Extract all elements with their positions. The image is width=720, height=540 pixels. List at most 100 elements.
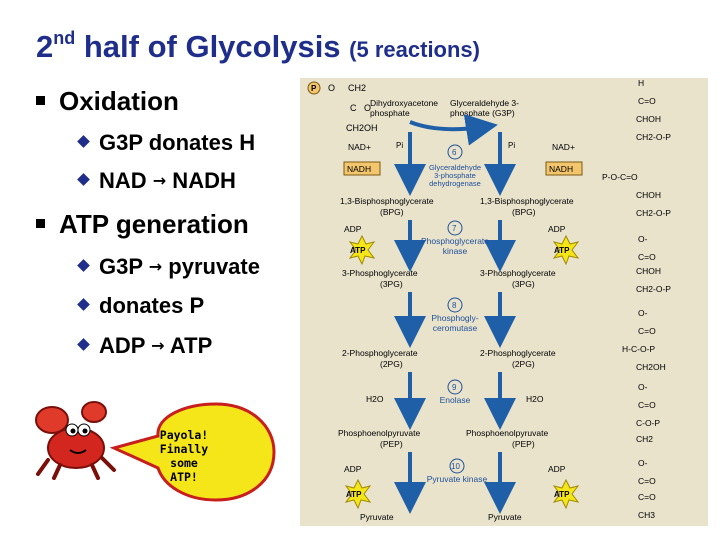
diamond-bullet-icon [77, 173, 90, 186]
struct-label: O- [638, 308, 648, 318]
bullet-label: ATP generation [59, 209, 249, 239]
intermediate-abbr: (BPG) [380, 207, 404, 217]
ch2-label: CH2 [348, 83, 366, 93]
struct-label: CH2-O-P [636, 208, 671, 218]
diagram-background [300, 78, 708, 526]
step-number: 7 [452, 224, 457, 233]
bullet-atp-generation: ATP generation [36, 209, 249, 240]
intermediate-name: 2-Phosphoglycerate [342, 348, 418, 358]
speech-line: Finally some [159, 442, 209, 470]
intermediate-abbr: (BPG) [512, 207, 536, 217]
struct-label: CHOH [636, 114, 661, 124]
p-label: P [311, 84, 317, 93]
intermediate-name: 1,3-Bisphosphoglycerate [340, 196, 434, 206]
o-label: O [364, 103, 371, 113]
arrow-icon: → [151, 336, 165, 355]
h2o-label: H2O [366, 394, 384, 404]
intermediate-name: Pyruvate [488, 512, 522, 522]
enzyme-label: Phosphogly-ceromutase [431, 313, 478, 333]
adp-label: ADP [548, 464, 566, 474]
title-text: half of Glycolysis [75, 29, 350, 64]
intermediate-name: 2-Phosphoglycerate [480, 348, 556, 358]
diamond-bullet-icon [77, 259, 90, 272]
enzyme-label: Enolase [440, 395, 471, 405]
struct-label: O- [638, 234, 648, 244]
struct-label: O- [638, 382, 648, 392]
atp-label: ATP [554, 490, 570, 499]
intermediate-abbr: (3PG) [512, 279, 535, 289]
struct-label: CHOH [636, 190, 661, 200]
nadh-box [343, 161, 381, 176]
pi-label: Pi [508, 141, 515, 150]
step-number: 8 [452, 301, 457, 310]
struct-label: CH2-O-P [636, 132, 671, 142]
h2o-label: H2O [526, 394, 544, 404]
sub-bullet-text: NAD [99, 168, 153, 193]
struct-label: CH2-O-P [636, 284, 671, 294]
adp-label: ADP [344, 464, 362, 474]
atp-label: ATP [350, 246, 366, 255]
title-number: 2 [36, 29, 54, 64]
step-number: 6 [452, 148, 457, 157]
sub-bullet-text: ATP [164, 333, 213, 358]
speech-bubble-text: Payola! Finally some ATP! [146, 428, 222, 484]
intermediate-abbr: (2PG) [512, 359, 535, 369]
enzyme-label: Pyruvate kinase [427, 474, 488, 484]
struct-label: O- [638, 458, 648, 468]
crab-icon [35, 401, 116, 480]
title-subtext: (5 reactions) [349, 37, 480, 62]
atp-star [348, 234, 376, 266]
struct-label: CH2OH [636, 362, 666, 372]
g3p-label: Glyceraldehyde 3-phosphate (G3P) [450, 98, 519, 118]
atp-label: ATP [346, 490, 362, 499]
struct-label: C-O-P [636, 418, 660, 428]
step-number: 9 [452, 383, 457, 392]
struct-label: P-O-C=O [602, 172, 638, 182]
arrow-icon: → [152, 171, 167, 190]
nadh-label: NADH [549, 164, 573, 174]
struct-label: C=O [638, 326, 656, 336]
right-structures: H C=O CHOH CH2-O-P P-O-C=O CHOH CH2-O-P … [602, 78, 671, 520]
intermediate-name: Pyruvate [360, 512, 394, 522]
arrow-icon: → [148, 257, 163, 276]
struct-label: C=O [638, 476, 656, 486]
atp-star [344, 478, 372, 510]
struct-label: H [638, 78, 644, 88]
nad-label: NAD+ [348, 142, 371, 152]
intermediate-abbr: (2PG) [380, 359, 403, 369]
struct-label: CH2 [636, 434, 653, 444]
sub-bullet-text: NADH [166, 168, 236, 193]
struct-label: C=O [638, 492, 656, 502]
nadh-label: NADH [347, 164, 371, 174]
square-bullet-icon [36, 96, 45, 105]
intermediate-name: 3-Phosphoglycerate [342, 268, 418, 278]
adp-label: ADP [344, 224, 362, 234]
bullet-label: Oxidation [59, 86, 179, 116]
struct-label: C=O [638, 400, 656, 410]
speech-bubble [109, 402, 276, 502]
sub-bullet-text: donates P [99, 293, 205, 318]
nad-label: NAD+ [552, 142, 575, 152]
sub-bullet-text: G3P [99, 254, 149, 279]
title-superscript: nd [53, 28, 76, 48]
c-label: C [350, 103, 357, 113]
sub-bullet: donates P [77, 293, 205, 319]
diamond-bullet-icon [77, 338, 90, 351]
struct-label: CHOH [636, 266, 661, 276]
atp-star [552, 478, 580, 510]
struct-label: CH3 [638, 510, 655, 520]
sub-bullet: ADP → ATP [77, 333, 213, 359]
slide-title: 2nd half of Glycolysis (5 reactions) [36, 28, 480, 65]
speech-line: ATP! [170, 470, 198, 484]
nadh-box [545, 161, 583, 176]
speech-line: Payola! [159, 428, 209, 442]
intermediate-name: 3-Phosphoglycerate [480, 268, 556, 278]
sub-bullet-text: pyruvate [162, 254, 260, 279]
ch2oh-label: CH2OH [346, 123, 378, 133]
sub-bullet: NAD → NADH [77, 168, 236, 194]
intermediate-abbr: (PEP) [512, 439, 535, 449]
